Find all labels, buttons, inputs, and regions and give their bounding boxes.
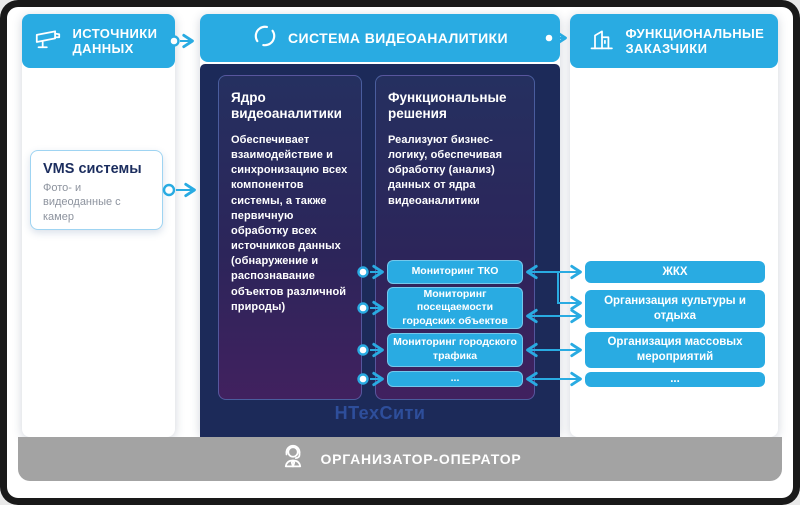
customer-culture: Организация культуры и отдыха: [585, 290, 765, 328]
solution-label: Мониторинг посещаемости городских объект…: [402, 287, 508, 327]
vms-subtitle: Фото- и видеоданные с камер: [43, 182, 121, 223]
solution-monitoring-tko: Мониторинг ТКО: [387, 260, 523, 284]
core-panel-body: Обеспечивает взаимодействие и синхрониза…: [231, 133, 348, 313]
processing-circle-icon: [252, 23, 278, 54]
header-customers: ФУНКЦИОНАЛЬНЫЕ ЗАКАЗЧИКИ: [570, 14, 778, 68]
vms-title: VMS системы: [43, 161, 142, 177]
customer-label: ЖКХ: [662, 265, 688, 278]
video-analytics-system-box: Ядро видеоаналитики Обеспечивает взаимод…: [200, 64, 560, 437]
operator-bar: ОРГАНИЗАТОР-ОПЕРАТОР: [18, 437, 782, 481]
customer-mass-events: Организация массовых мероприятий: [585, 332, 765, 368]
header-data-sources: ИСТОЧНИКИ ДАННЫХ: [22, 14, 175, 68]
solutions-panel: Функциональные решения Реализуют бизнес-…: [375, 75, 535, 400]
solution-label: Мониторинг ТКО: [411, 265, 499, 278]
core-panel: Ядро видеоаналитики Обеспечивает взаимод…: [218, 75, 362, 400]
solution-monitoring-attendance: Мониторинг посещаемости городских объект…: [387, 287, 523, 329]
solution-label: ...: [450, 372, 460, 385]
building-icon: [588, 26, 616, 57]
solution-monitoring-traffic: Мониторинг городского трафика: [387, 333, 523, 367]
header-customers-label: ФУНКЦИОНАЛЬНЫЕ ЗАКАЗЧИКИ: [625, 25, 765, 56]
customer-zhkh: ЖКХ: [585, 261, 765, 283]
operator-headset-icon: [278, 442, 308, 477]
solutions-panel-title: Функциональные решения: [388, 90, 507, 122]
customer-label: ...: [670, 373, 680, 386]
brand-logo-text: НТехСити: [334, 403, 426, 423]
header-system-label: СИСТЕМА ВИДЕОАНАЛИТИКИ: [288, 29, 508, 46]
vms-systems-box: VMS системы Фото- и видеоданные с камер: [30, 150, 163, 230]
header-system: СИСТЕМА ВИДЕОАНАЛИТИКИ: [200, 14, 560, 62]
cctv-camera-icon: [33, 26, 63, 57]
solutions-panel-body: Реализуют бизнес-логику, обеспечивая обр…: [388, 133, 503, 207]
customer-label: Организация массовых мероприятий: [607, 336, 743, 363]
operator-bar-label: ОРГАНИЗАТОР-ОПЕРАТОР: [320, 451, 522, 467]
core-panel-title: Ядро видеоаналитики: [231, 90, 342, 122]
solution-more: ...: [387, 371, 523, 387]
customer-more: ...: [585, 372, 765, 387]
header-data-sources-label: ИСТОЧНИКИ ДАННЫХ: [72, 25, 158, 56]
solution-label: Мониторинг городского трафика: [393, 336, 517, 362]
customer-label: Организация культуры и отдыха: [604, 295, 746, 322]
